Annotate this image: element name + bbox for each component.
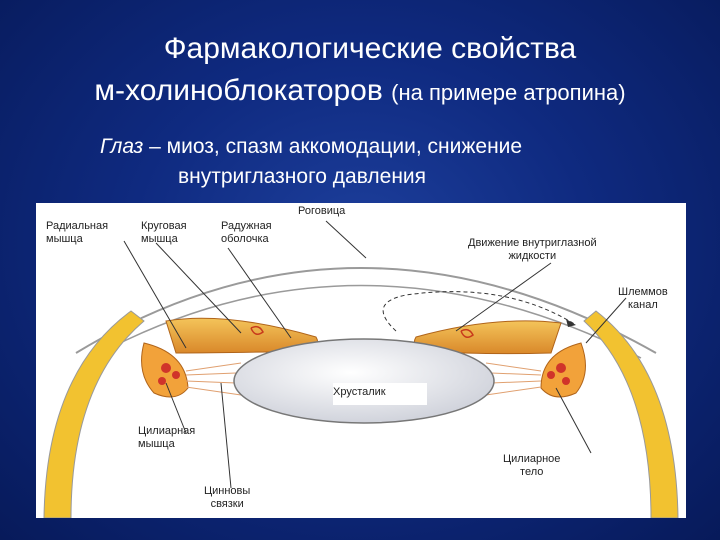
label-fluid-flow: Движение внутриглазной жидкости xyxy=(468,237,597,262)
subtitle-eye-word: Глаз xyxy=(100,135,144,158)
title-main: м-холиноблокаторов xyxy=(94,74,383,107)
fluid-flow-arrow xyxy=(382,291,577,332)
lens xyxy=(233,338,495,424)
eye-effect-text: Глаз – миоз, спазм аккомодации, снижение… xyxy=(100,132,700,192)
slide-title-line2: м-холиноблокаторов (на примере атропина) xyxy=(0,72,720,112)
label-cornea: Роговица xyxy=(298,205,346,217)
label-ciliary-body: Цилиарное тело xyxy=(503,453,561,478)
zinn-ligaments xyxy=(185,362,542,396)
subtitle-line2: внутриглазного давления xyxy=(178,165,427,188)
title-parenthetical: (на примере атропина) xyxy=(391,80,626,105)
sclera-left xyxy=(43,310,145,518)
leader-lines xyxy=(123,220,627,489)
cornea-outer xyxy=(75,267,657,354)
sclera-right xyxy=(583,310,679,518)
cornea-inner xyxy=(90,284,642,359)
label-lens: Хрусталик xyxy=(333,386,386,398)
label-radial-muscle: Радиальная мышца xyxy=(46,220,109,245)
label-ciliary-muscle: Цилиарная мышца xyxy=(138,425,196,450)
label-iris: Радужная оболочка xyxy=(221,220,272,245)
label-schlemm-canal: Шлеммов канал xyxy=(618,286,668,311)
eye-diagram: Радиальная мышца Круговая мышца Радужная… xyxy=(36,203,686,518)
eye-diagram-svg xyxy=(43,220,679,518)
label-zinn-ligaments: Цинновы связки xyxy=(204,485,251,510)
subtitle-effects: – миоз, спазм аккомодации, снижение xyxy=(143,135,523,158)
label-circular-muscle: Круговая мышца xyxy=(141,220,187,245)
slide-title-line1: Фармакологические свойства xyxy=(163,32,577,65)
